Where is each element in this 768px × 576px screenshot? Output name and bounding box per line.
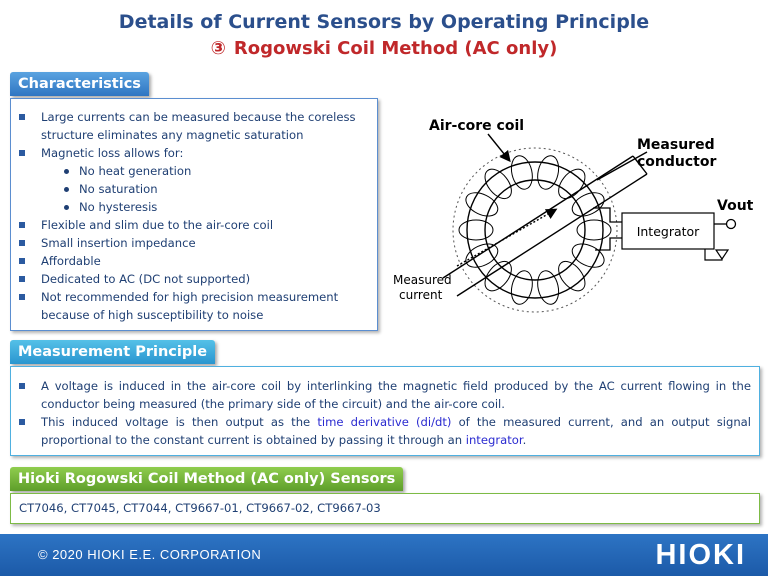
list-item: Not recommended for high precision measu… [11, 288, 377, 324]
characteristics-heading: Characteristics [10, 72, 149, 96]
conductor-pointer [596, 151, 648, 181]
bullet-icon [19, 114, 25, 120]
coil-loop [576, 219, 612, 241]
bullet-icon [19, 294, 25, 300]
coil-loop [558, 260, 586, 292]
coil-loop [537, 155, 560, 190]
coil-loop [484, 168, 512, 200]
characteristics-list: Large currents can be measured because t… [11, 108, 377, 324]
coil-inner-ring [484, 179, 586, 281]
coil-loop [510, 155, 533, 190]
measured-conductor-label-2: conductor [637, 154, 716, 170]
list-subitem: No heat generation [11, 162, 377, 180]
coil-loop [571, 192, 605, 217]
bullet-icon [19, 258, 25, 264]
sensor-models: CT7046, CT7045, CT7044, CT9667-01, CT966… [19, 501, 381, 515]
integrator-label: Integrator [637, 224, 700, 239]
coil-loop [465, 192, 499, 217]
air-core-coil-label: Air-core coil [429, 118, 524, 134]
bullet-icon [19, 276, 25, 282]
measured-conductor-label-1: Measured [637, 137, 715, 153]
highlight-integrator: integrator [465, 433, 523, 447]
bullet-icon [19, 150, 25, 156]
measured-current-label-2: current [399, 288, 443, 302]
highlight-derivative: time derivative (di/dt) [317, 415, 452, 429]
list-item: Affordable [11, 252, 377, 270]
coil-loop [537, 270, 560, 305]
bullet-dot-icon [64, 169, 69, 174]
coil-outer-ring [466, 161, 604, 299]
bullet-icon [19, 222, 25, 228]
list-item: Magnetic loss allows for: [11, 144, 377, 162]
bullet-icon [19, 240, 25, 246]
list-item: Large currents can be measured because t… [11, 108, 377, 144]
coil-loop [458, 219, 494, 241]
coil-loop [510, 270, 533, 305]
bullet-dot-icon [64, 187, 69, 192]
sensors-heading: Hioki Rogowski Coil Method (AC only) Sen… [10, 467, 404, 491]
bullet-icon [19, 383, 25, 389]
conductor-edge-lower [442, 155, 634, 279]
conductor-edge-upper [456, 173, 648, 297]
section-number: ③ [210, 38, 226, 59]
copyright-text: © 2020 HIOKI E.E. CORPORATION [38, 547, 262, 562]
characteristics-box: Large currents can be measured because t… [10, 98, 378, 331]
principle-paragraph-2: This induced voltage is then output as t… [11, 413, 759, 449]
list-item: Small insertion impedance [11, 234, 377, 252]
lead-wire-bottom [595, 237, 622, 251]
principle-heading: Measurement Principle [10, 340, 216, 364]
list-subitem: No hysteresis [11, 198, 377, 216]
coil-loop [571, 243, 605, 268]
ground-icon [714, 249, 730, 261]
rogowski-coil-diagram: Integrator Air-core coil Measured conduc… [393, 118, 754, 313]
list-item: Flexible and slim due to the air-core co… [11, 216, 377, 234]
hioki-logo: HIOKI [655, 539, 746, 571]
list-subitem: No saturation [11, 180, 377, 198]
bullet-icon [19, 419, 25, 425]
principle-paragraph-1: A voltage is induced in the air-core coi… [11, 377, 759, 413]
measured-current-label-1: Measured [393, 273, 452, 287]
integrator-box [621, 212, 715, 250]
bullet-dot-icon [64, 205, 69, 210]
subtitle-text: Rogowski Coil Method (AC only) [233, 38, 558, 59]
vout-label: Vout [717, 198, 754, 214]
coil-windings [458, 155, 612, 305]
footer-bar: © 2020 HIOKI E.E. CORPORATION HIOKI [0, 534, 768, 576]
dotted-outline [452, 147, 618, 313]
current-arrow [456, 208, 558, 267]
vout-terminal [725, 218, 737, 230]
list-item: Dedicated to AC (DC not supported) [11, 270, 377, 288]
principle-text: A voltage is induced in the air-core coi… [11, 377, 759, 449]
coil-pointer [487, 133, 511, 163]
lead-wire-top [593, 207, 622, 223]
page-title: Details of Current Sensors by Operating … [118, 11, 650, 33]
sensors-box: CT7046, CT7045, CT7044, CT9667-01, CT966… [10, 493, 760, 524]
principle-box: A voltage is induced in the air-core coi… [10, 366, 760, 456]
page-subtitle: ③ Rogowski Coil Method (AC only) [0, 38, 768, 59]
